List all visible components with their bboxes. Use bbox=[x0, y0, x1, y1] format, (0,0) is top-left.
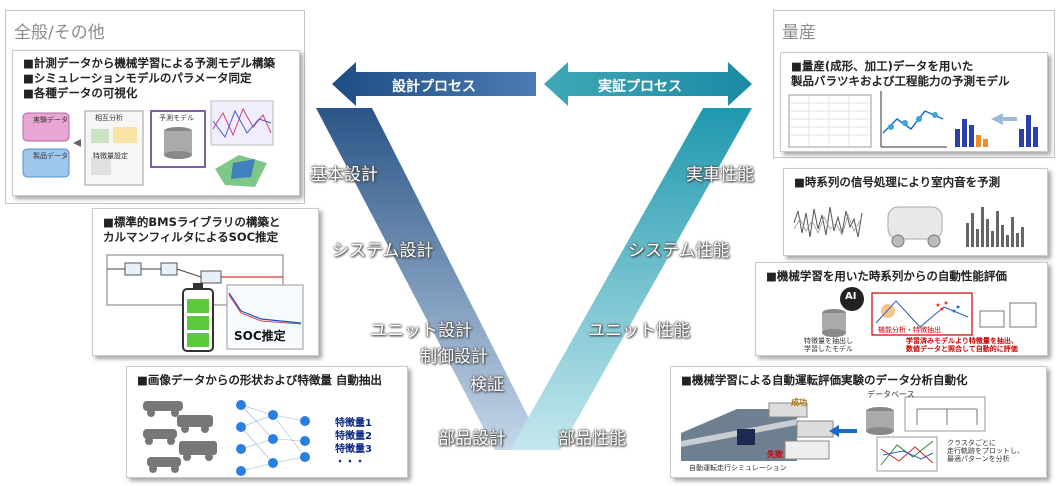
bms-card-title: ■標準的BMSライブラリの構築と カルマンフィルタによるSOC推定 bbox=[103, 215, 281, 244]
general-section bbox=[5, 10, 305, 204]
ml-evaluation-card: ■機械学習を用いた時系列からの自動性能評価 AI 特徴量を抽出し 学習したモデル… bbox=[755, 262, 1048, 356]
part-design-label: 部品設計 bbox=[438, 429, 506, 449]
feature-3: 特徴量3 bbox=[335, 444, 372, 455]
experiment-data-label: 実験データ bbox=[33, 116, 68, 124]
part-performance-label: 部品性能 bbox=[558, 429, 626, 449]
system-design-label: システム設計 bbox=[332, 241, 434, 261]
time-series-card: ■時系列の信号処理により室内音を予測 bbox=[783, 168, 1048, 256]
image-feature-card-title: ■画像データからの形状および特徴量 自動抽出 bbox=[137, 373, 382, 387]
auto-evaluation-note: 学習済みモデルより特徴量を抽出、 数値データと照合して自動的に評価 bbox=[906, 337, 1018, 353]
system-performance-label: システム性能 bbox=[628, 241, 730, 261]
product-data-label: 製品データ bbox=[33, 152, 68, 160]
general-section-title: 全般/その他 bbox=[14, 23, 105, 43]
auto-driving-card: ■機械学習による自動運転評価実験のデータ分析自動化 自動運転走行シミュレーション… bbox=[670, 366, 1047, 478]
trained-model-label: 特徴量を抽出し 学習したモデル bbox=[804, 337, 853, 353]
general-figure bbox=[22, 100, 274, 187]
mass-production-card: ■量産(成形、加工)データを用いた 製品バラツキおよび工程能力の予測モデル bbox=[780, 52, 1048, 152]
mass-production-card-title: ■量産(成形、加工)データを用いた 製品バラツキおよび工程能力の予測モデル bbox=[791, 59, 1010, 88]
success-label: 成功 bbox=[791, 398, 807, 407]
v-right-arm bbox=[510, 108, 752, 450]
simulation-label: 自動運転走行シミュレーション bbox=[689, 464, 787, 472]
verification-process-arrow bbox=[544, 62, 752, 106]
feature-setting-label: 特徴量設定 bbox=[93, 152, 128, 160]
design-process-arrow bbox=[332, 62, 536, 106]
ml-evaluation-card-title: ■機械学習を用いた時系列からの自動性能評価 bbox=[766, 269, 1007, 283]
time-series-figure bbox=[793, 206, 1024, 248]
soc-estimation-label: SOC推定 bbox=[234, 329, 286, 343]
basic-design-label: 基本設計 bbox=[310, 165, 378, 185]
unit-design-label: ユニット設計 bbox=[370, 321, 472, 341]
correlation-analysis-label: 相互分析 bbox=[95, 114, 123, 122]
feature-more: ・・・ bbox=[335, 457, 365, 468]
verification-label: 検証 bbox=[470, 375, 504, 395]
control-design-label: 制御設計 bbox=[420, 347, 488, 367]
feature-1: 特徴量1 bbox=[335, 418, 372, 429]
time-series-card-title: ■時系列の信号処理により室内音を予測 bbox=[794, 175, 1001, 189]
feature-list: 特徴量1 特徴量2 特徴量3 ・・・ bbox=[335, 417, 372, 469]
mass-production-section-title: 量産 bbox=[782, 23, 816, 43]
vehicle-performance-label: 実車性能 bbox=[686, 165, 754, 185]
bms-card: ■標準的BMSライブラリの構築と カルマンフィルタによるSOC推定 SOC推定 bbox=[92, 208, 319, 356]
prediction-model-label: 予測モデル bbox=[159, 114, 194, 122]
feature-2: 特徴量2 bbox=[335, 431, 372, 442]
ml-evaluation-figure bbox=[822, 287, 1037, 337]
cluster-analysis-note: クラスタごとに 走行軌跡をプロットし、 最適パターンを分析 bbox=[947, 439, 1024, 463]
bms-figure bbox=[106, 254, 304, 352]
design-process-label: 設計プロセス bbox=[392, 79, 476, 95]
general-line-1: ■計測データから機械学習による予測モデル構築 bbox=[23, 56, 276, 70]
v-left-arm bbox=[316, 108, 545, 450]
ai-badge: AI bbox=[845, 291, 857, 302]
mass-production-section bbox=[773, 10, 1055, 158]
verification-process-label: 実証プロセス bbox=[598, 79, 682, 95]
general-line-3: ■各種データの可視化 bbox=[23, 86, 138, 100]
mass-production-figure bbox=[788, 91, 1038, 148]
unit-performance-label: ユニット性能 bbox=[588, 321, 690, 341]
general-line-2: ■シミュレーションモデルのパラメータ同定 bbox=[23, 71, 252, 85]
auto-driving-figure bbox=[681, 396, 986, 472]
general-ml-card: ■計測データから機械学習による予測モデル構築 ■シミュレーションモデルのパラメー… bbox=[12, 50, 300, 196]
car-network-figure bbox=[143, 400, 310, 476]
failure-label: 失敗 bbox=[767, 450, 783, 459]
database-label: データベース bbox=[867, 390, 915, 399]
image-feature-card: ■画像データからの形状および特徴量 自動抽出 特徴量1 特徴量2 特徴量3 ・・… bbox=[126, 366, 408, 478]
feature-extraction-label: 機能分析・特徴抽出 bbox=[878, 326, 941, 334]
auto-driving-card-title: ■機械学習による自動運転評価実験のデータ分析自動化 bbox=[681, 373, 968, 387]
